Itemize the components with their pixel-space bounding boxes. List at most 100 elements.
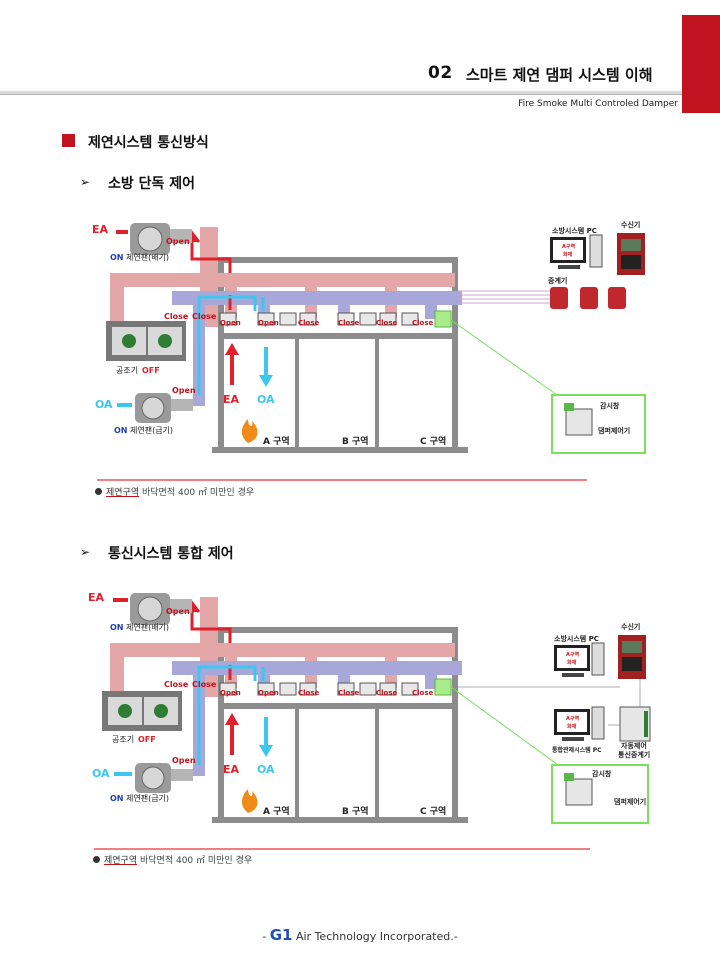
supply-fan xyxy=(135,393,193,423)
supply-duct xyxy=(172,661,462,776)
exhaust-fan-label: 제연팬(배기) xyxy=(126,623,169,632)
receiver-label: 수신기 xyxy=(621,220,640,229)
damper-a-exhaust-open: Open xyxy=(220,319,241,327)
section-title: 제연시스템 통신방식 xyxy=(88,135,209,151)
fire-pc-label: 소방시스템 PC xyxy=(552,226,597,235)
oa-flow-arrows xyxy=(197,295,265,395)
section-bullet-icon xyxy=(62,134,75,147)
note-divider-1 xyxy=(97,479,587,481)
diagram-standalone-control: EA Open ON 제연팬(배기) Close Close 공조기 OFF O… xyxy=(92,220,646,454)
zone-a-oa-arrowhead xyxy=(259,745,273,757)
damper-c-supply-close: Close xyxy=(412,689,434,697)
fire-icon xyxy=(241,419,258,443)
subsection-title-standalone: 소방 단독 제어 xyxy=(108,176,196,192)
repeater-label: 중계기 xyxy=(548,276,567,285)
fire-pc-screen-alert-2: 화재 xyxy=(563,251,573,258)
damper-row xyxy=(219,310,452,328)
air-handling-unit xyxy=(106,321,186,361)
zone-b-label: B 구역 xyxy=(342,805,369,817)
fire-system-pc xyxy=(550,234,603,269)
zone-a-oa-label: OA xyxy=(257,393,275,406)
supply-fan-label: 제연팬(급기) xyxy=(130,426,173,435)
supply-fan xyxy=(135,763,193,793)
damper-c-exhaust-close: Close xyxy=(376,319,398,327)
damper-controller-device xyxy=(565,408,593,436)
supply-fan-label: 제연팬(급기) xyxy=(126,794,169,803)
damper-controller-device xyxy=(565,778,593,806)
chapter-title: 스마트 제연 댐퍼 시스템 이해 xyxy=(466,66,653,84)
damper-c-supply-close: Close xyxy=(412,319,434,327)
controller-link-line xyxy=(450,319,561,398)
exhaust-damper-open-label: Open xyxy=(166,237,190,246)
subsection-arrow-icon: ➢ xyxy=(80,175,91,189)
ahu-damper-close-label-2: Close xyxy=(192,312,217,321)
supply-fan-on-label: ON xyxy=(114,426,128,435)
network-lines xyxy=(458,663,641,726)
zone-c-label: C 구역 xyxy=(420,805,446,817)
controller-link-line xyxy=(450,686,559,766)
header-rule xyxy=(0,91,682,94)
note-emphasis: 제연구역 xyxy=(106,488,140,498)
monitor-window xyxy=(564,773,574,781)
building-frame xyxy=(212,627,468,823)
ahu-damper-close-label-1: Close xyxy=(164,312,189,321)
auto-repeater-label-2: 통신중계기 xyxy=(618,750,650,759)
fire-receiver xyxy=(617,233,645,275)
note-1: 제연구역 바닥면적 400 ㎡ 미만인 경우 xyxy=(106,485,254,498)
ahu-label: 공조기 xyxy=(112,735,134,744)
auto-repeater-label-1: 자동제어 xyxy=(621,741,647,750)
damper-controller-label: 댐퍼제어기 xyxy=(598,426,630,435)
subsection-arrow-icon: ➢ xyxy=(80,545,91,559)
fire-icon xyxy=(241,789,258,813)
monitor-label: 감시창 xyxy=(600,401,620,410)
zone-a-ea-arrowhead xyxy=(225,343,239,355)
damper-controller-label: 댐퍼제어기 xyxy=(614,797,646,806)
fire-pc-screen-alert-1: A구역 xyxy=(566,651,579,658)
note-emphasis: 제연구역 xyxy=(104,856,138,866)
note-bullet-icon xyxy=(93,856,100,863)
supply-damper-open-label: Open xyxy=(172,756,196,765)
fire-pc-screen-alert-1: A구역 xyxy=(562,243,575,250)
exhaust-fan-label: 제연팬(배기) xyxy=(126,253,169,262)
subsection-title-integrated: 통신시스템 통합 제어 xyxy=(108,546,234,562)
oa-label: OA xyxy=(92,767,110,780)
exhaust-fan-on-label: ON xyxy=(110,253,124,262)
exhaust-damper-open-label: Open xyxy=(166,607,190,616)
footer-prefix: - xyxy=(262,930,270,943)
supply-duct xyxy=(172,291,462,406)
fire-pc-label: 소방시스템 PC xyxy=(554,634,599,643)
damper-a-supply-open: Open xyxy=(258,689,279,697)
zone-a-oa-arrowhead xyxy=(259,375,273,387)
building-frame xyxy=(212,257,468,453)
header-rule-shadow xyxy=(0,94,682,95)
bms-pc xyxy=(554,706,605,741)
exhaust-fan-on-label: ON xyxy=(110,623,124,632)
ahu-label: 공조기 xyxy=(116,366,138,375)
footer: - G1 Air Technology Incorporated.- xyxy=(0,926,720,944)
note-bullet-icon xyxy=(95,488,102,495)
zone-a-ea-label: EA xyxy=(223,393,240,406)
zone-b-label: B 구역 xyxy=(342,435,369,447)
damper-row xyxy=(219,678,452,696)
exhaust-fan xyxy=(130,593,192,625)
damper-b-exhaust-close: Close xyxy=(298,689,320,697)
damper-c-exhaust-close: Close xyxy=(376,689,398,697)
damper-a-exhaust-open: Open xyxy=(220,689,241,697)
oa-label: OA xyxy=(95,398,113,411)
zone-a-oa-label: OA xyxy=(257,763,275,776)
oa-flow-arrows xyxy=(197,665,265,765)
footer-brand-logo: G1 xyxy=(269,926,293,944)
zone-a-label: A 구역 xyxy=(263,805,290,817)
ea-label: EA xyxy=(92,223,109,236)
fire-receiver xyxy=(618,635,646,679)
receiver-label: 수신기 xyxy=(621,622,640,631)
header-red-tab xyxy=(682,15,720,113)
fire-pc-screen-alert-2: 화재 xyxy=(567,659,577,666)
zone-c-label: C 구역 xyxy=(420,435,446,447)
ahu-damper-close-label-2: Close xyxy=(192,680,217,689)
ea-label: EA xyxy=(88,591,105,604)
zone-a-ea-label: EA xyxy=(223,763,240,776)
ahu-off-label: OFF xyxy=(138,735,156,744)
repeater-boxes xyxy=(550,287,626,309)
damper-a-supply-open: Open xyxy=(258,319,279,327)
